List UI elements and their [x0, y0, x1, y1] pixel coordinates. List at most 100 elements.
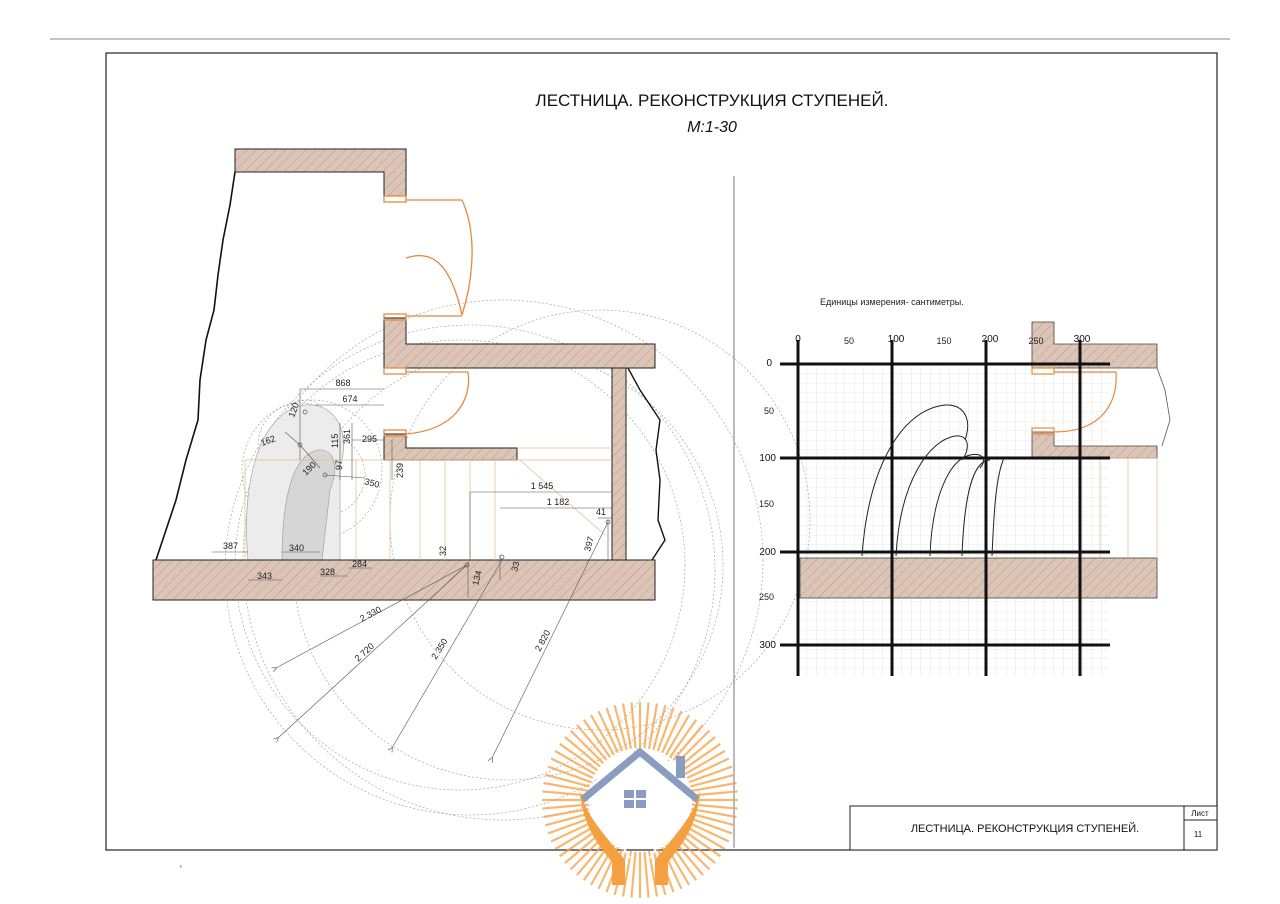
right-grid-view: Единицы измерения- сантиметры.	[759, 297, 1171, 676]
grid-minor	[797, 364, 1109, 676]
dim-295: 295	[362, 434, 377, 444]
logo-ray	[643, 851, 650, 898]
grid-left-200: 200	[759, 547, 776, 558]
dim-328: 328	[320, 567, 335, 577]
dim-397: 397	[582, 535, 596, 552]
logo-ray	[597, 710, 620, 754]
upper-slab	[234, 148, 407, 197]
grid-top-250: 250	[1028, 336, 1043, 346]
rough-wall-outline	[155, 171, 236, 561]
title-block: ЛЕСТНИЦА. РЕКОНСТРУКЦИЯ СТУПЕНЕЙ. Лист 1…	[849, 805, 1218, 851]
logo-ray	[543, 781, 589, 793]
logo-ray	[621, 703, 633, 749]
logo-ray	[684, 750, 726, 775]
dim-284: 284	[352, 559, 367, 569]
logo-ray	[681, 742, 721, 772]
logo-ray	[681, 828, 721, 858]
logo-ray	[564, 832, 601, 864]
grid-stair-guides	[1099, 457, 1158, 558]
logo-ray	[545, 812, 591, 827]
logo-ray	[691, 803, 738, 810]
units-note: Единицы измерения- сантиметры.	[820, 297, 964, 307]
grid-top-0: 0	[795, 334, 801, 345]
logo-ray	[576, 724, 608, 761]
grid-left-100: 100	[759, 453, 776, 464]
logo-ray	[550, 820, 594, 843]
sheet-title: ЛЕСТНИЦА. РЕКОНСТРУКЦИЯ СТУПЕНЕЙ.	[536, 91, 889, 110]
logo-ray	[647, 703, 659, 749]
dim-340: 340	[289, 543, 304, 553]
dim-41: 41	[596, 507, 606, 517]
dim-97: 97	[334, 460, 344, 470]
logo-ray	[630, 851, 637, 898]
logo-ray	[691, 790, 738, 797]
dim-674: 674	[342, 394, 357, 404]
dim-2350: 2 350	[429, 637, 449, 661]
dim-343: 343	[257, 571, 272, 581]
dim-134: 134	[470, 569, 484, 586]
logo-ray	[686, 820, 730, 843]
grid-top-300: 300	[1074, 334, 1091, 345]
dim-361: 361	[342, 429, 352, 444]
logo-ray	[542, 803, 589, 810]
grid-upper-slab	[1031, 321, 1158, 369]
logo-ray	[668, 719, 698, 759]
grid-top-50: 50	[844, 336, 854, 346]
dim-387: 387	[223, 541, 238, 551]
dim-868: 868	[335, 378, 350, 388]
grid-left-150: 150	[759, 499, 774, 509]
dim-162: 162	[259, 433, 277, 448]
grid-rough-edge	[1156, 367, 1171, 447]
logo-ray	[564, 736, 601, 768]
logo-ray	[621, 851, 633, 897]
logo-ray	[647, 851, 659, 897]
logo-ray	[545, 773, 591, 788]
left-section-view: 868 674 120 162 115 361 295 190 97 239 3…	[152, 148, 811, 821]
title-block-name: ЛЕСТНИЦА. РЕКОНСТРУКЦИЯ СТУПЕНЕЙ.	[911, 822, 1139, 835]
logo-ray	[582, 719, 612, 759]
dim-2720: 2 720	[353, 641, 376, 664]
grid-door	[1031, 367, 1117, 435]
logo-ray	[559, 742, 599, 772]
logo-ray	[656, 707, 675, 752]
logo-ray	[688, 816, 733, 835]
logo-ray	[543, 807, 589, 819]
column	[611, 367, 627, 561]
logo-ray	[652, 705, 667, 751]
logo-ray	[679, 832, 716, 864]
dim-32: 32	[438, 546, 448, 556]
house-hands-logo	[542, 702, 738, 898]
stray-mark: '	[180, 864, 182, 874]
grid-left-50: 50	[764, 406, 774, 416]
logo-ray	[686, 757, 730, 780]
grid-top-200: 200	[982, 334, 999, 345]
logo-ray	[665, 714, 690, 756]
dimension-points	[297, 409, 611, 568]
logo-ray	[660, 710, 683, 754]
logo-ray	[691, 807, 737, 819]
grid-top-100: 100	[888, 334, 905, 345]
logo-ray	[547, 816, 592, 835]
dimension-lines	[212, 388, 612, 758]
rough-wall-outline-right	[627, 367, 666, 561]
title-block-sheet-number: 11	[1194, 830, 1203, 839]
dim-115: 115	[330, 434, 340, 448]
logo-ray	[630, 702, 637, 749]
floor-slab	[152, 559, 656, 601]
logo-ray	[689, 812, 735, 827]
logo-ray	[590, 714, 615, 756]
logo-ray	[679, 736, 716, 768]
grid-major-lines	[780, 340, 1110, 676]
dim-350: 350	[363, 476, 380, 490]
dim-120: 120	[286, 401, 301, 419]
logo-ray	[554, 825, 596, 850]
grid-top-150: 150	[936, 336, 951, 346]
landing-slab	[383, 433, 518, 461]
grid-left-0: 0	[766, 358, 772, 369]
logo-ray	[559, 828, 599, 858]
dim-33: 33	[509, 560, 521, 572]
logo-ray	[643, 702, 650, 749]
arch-shape-inner	[281, 449, 335, 561]
logo-ray	[550, 757, 594, 780]
logo-ray	[613, 705, 628, 751]
